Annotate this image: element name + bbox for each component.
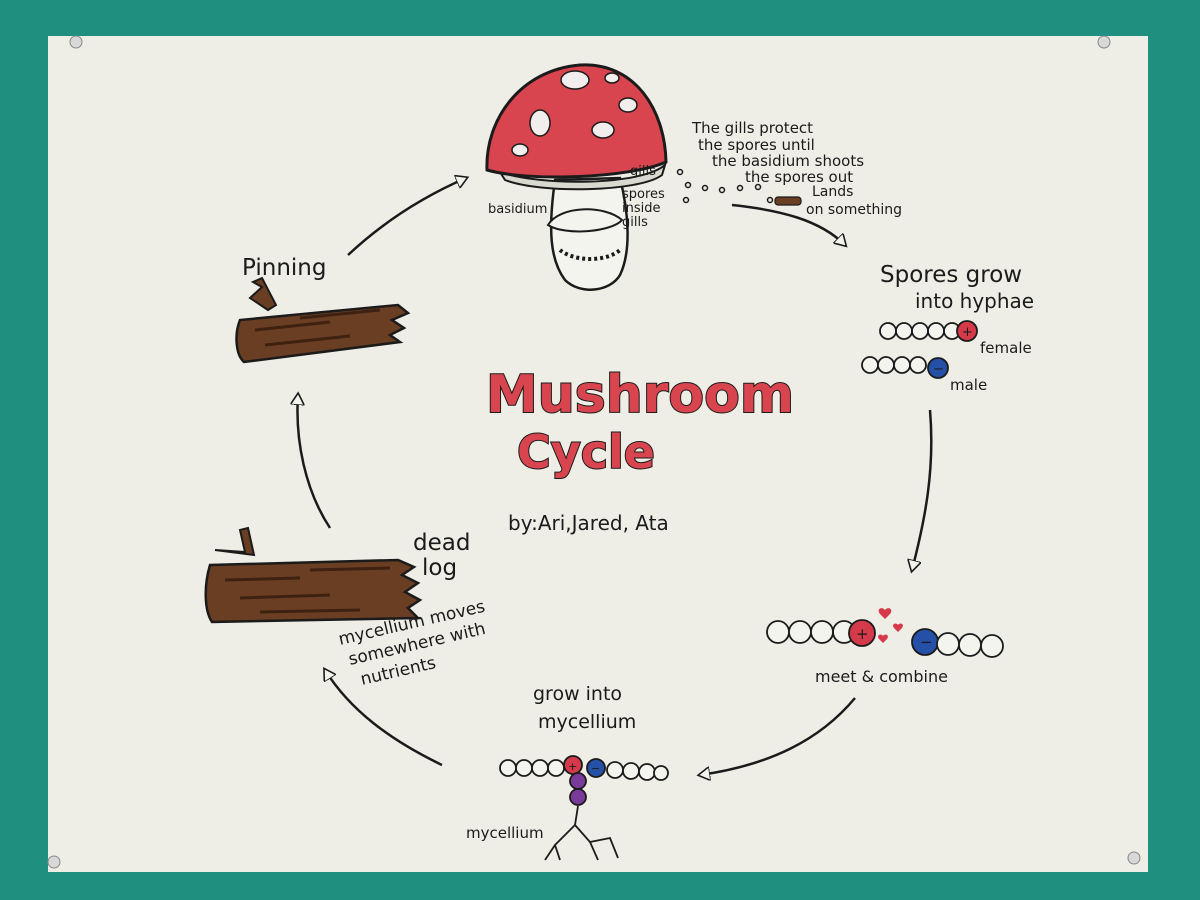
mushroom-stem	[549, 176, 629, 291]
pinning-log-illustration	[235, 276, 411, 364]
mushroom-annulus	[546, 208, 624, 233]
mushroom-cap	[485, 63, 668, 179]
spore-dots	[676, 168, 774, 204]
arrow-to-combine	[912, 409, 933, 570]
mycelium-plus: +	[568, 760, 577, 773]
label-female: female	[980, 339, 1032, 357]
label-spores: spores	[622, 187, 665, 202]
title-line2: Cycle	[517, 425, 655, 479]
mycelium-roots	[544, 805, 619, 861]
deadlog-line1: dead	[413, 530, 470, 556]
mycelium-chain	[499, 755, 669, 806]
dead-log-illustration	[204, 526, 423, 624]
gills-note-line4: the spores out	[745, 168, 853, 186]
gills-note-line1: The gills protect	[691, 119, 813, 137]
gills-note-line3: the basidium shoots	[712, 152, 864, 170]
log-body	[204, 558, 423, 624]
lands-note-line1: Lands	[812, 184, 853, 200]
combine-hyphae	[766, 619, 1004, 658]
heart-icon	[878, 608, 903, 643]
female-plus: +	[962, 325, 973, 340]
male-minus: −	[933, 362, 944, 377]
mushroom-volva	[558, 248, 622, 261]
lands-note-line2: on something	[806, 202, 902, 218]
cap-spot	[529, 109, 551, 137]
label-basidium: basidium	[488, 202, 547, 217]
label-mycelium-roots: mycellium	[466, 824, 544, 842]
arrow-to-pinning	[297, 395, 332, 529]
pushpin-icon	[1127, 851, 1141, 865]
mushroom-gills	[497, 162, 667, 191]
title-line1: Mushroom	[486, 365, 794, 425]
cap-spot	[560, 70, 590, 90]
arrow-to-mushroom	[347, 178, 466, 256]
pinning-log-body	[235, 303, 411, 364]
label-pinning: Pinning	[242, 255, 326, 281]
gills-note-line2: the spores until	[698, 136, 815, 154]
cycle-arrows	[297, 178, 933, 775]
pushpin-icon	[47, 855, 61, 869]
label-meet-combine: meet & combine	[815, 667, 948, 686]
label-gills: gills	[630, 164, 656, 179]
arrow-to-mycelium	[700, 697, 856, 775]
male-hypha	[861, 356, 949, 379]
mycelium-minus: −	[591, 762, 600, 775]
combine-minus: −	[920, 633, 933, 651]
deadlog-line2: log	[422, 555, 457, 581]
label-inside: inside	[622, 201, 661, 216]
cap-spot	[604, 72, 620, 84]
label-male: male	[950, 376, 987, 394]
mycelium-line2: mycellium	[538, 711, 636, 733]
pushpin-icon	[1097, 35, 1111, 49]
pushpin-icon	[69, 35, 83, 49]
cap-spot	[591, 121, 615, 139]
cap-spot	[618, 97, 638, 113]
mushroom-illustration	[485, 63, 668, 291]
label-gills-2: gills	[622, 215, 648, 230]
hyphae-line2: into hyphae	[915, 289, 1034, 313]
mycelium-line1: grow into	[533, 683, 622, 705]
arrow-to-hyphae	[731, 203, 845, 245]
byline: by:Ari,Jared, Ata	[508, 511, 669, 535]
cap-spot	[511, 143, 529, 157]
combine-plus: +	[856, 625, 869, 643]
arrow-to-deadlog	[325, 670, 443, 767]
hyphae-line1: Spores grow	[880, 262, 1022, 288]
small-log-icon	[774, 196, 802, 206]
pinning-branch	[248, 276, 278, 312]
log-branch	[214, 526, 256, 557]
female-hypha	[879, 320, 978, 342]
